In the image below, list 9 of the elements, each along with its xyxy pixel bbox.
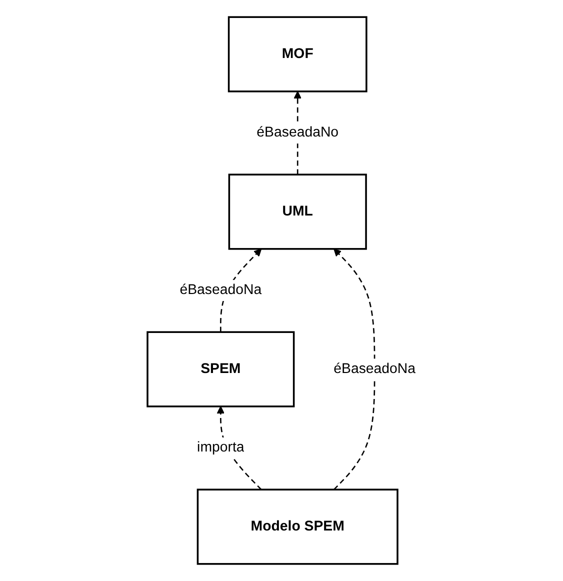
edge-label: éBaseadoNa — [334, 361, 416, 376]
node-box: MOF — [228, 16, 368, 92]
node-box: SPEM — [146, 331, 295, 408]
arrow — [333, 248, 376, 490]
node-box: Modelo SPEM — [196, 488, 398, 565]
edge-label: importa — [197, 440, 244, 456]
node-box: UML — [228, 174, 367, 250]
edge-label: éBaseadaNo — [256, 125, 339, 140]
edge-label: éBaseadoNa — [180, 282, 262, 298]
